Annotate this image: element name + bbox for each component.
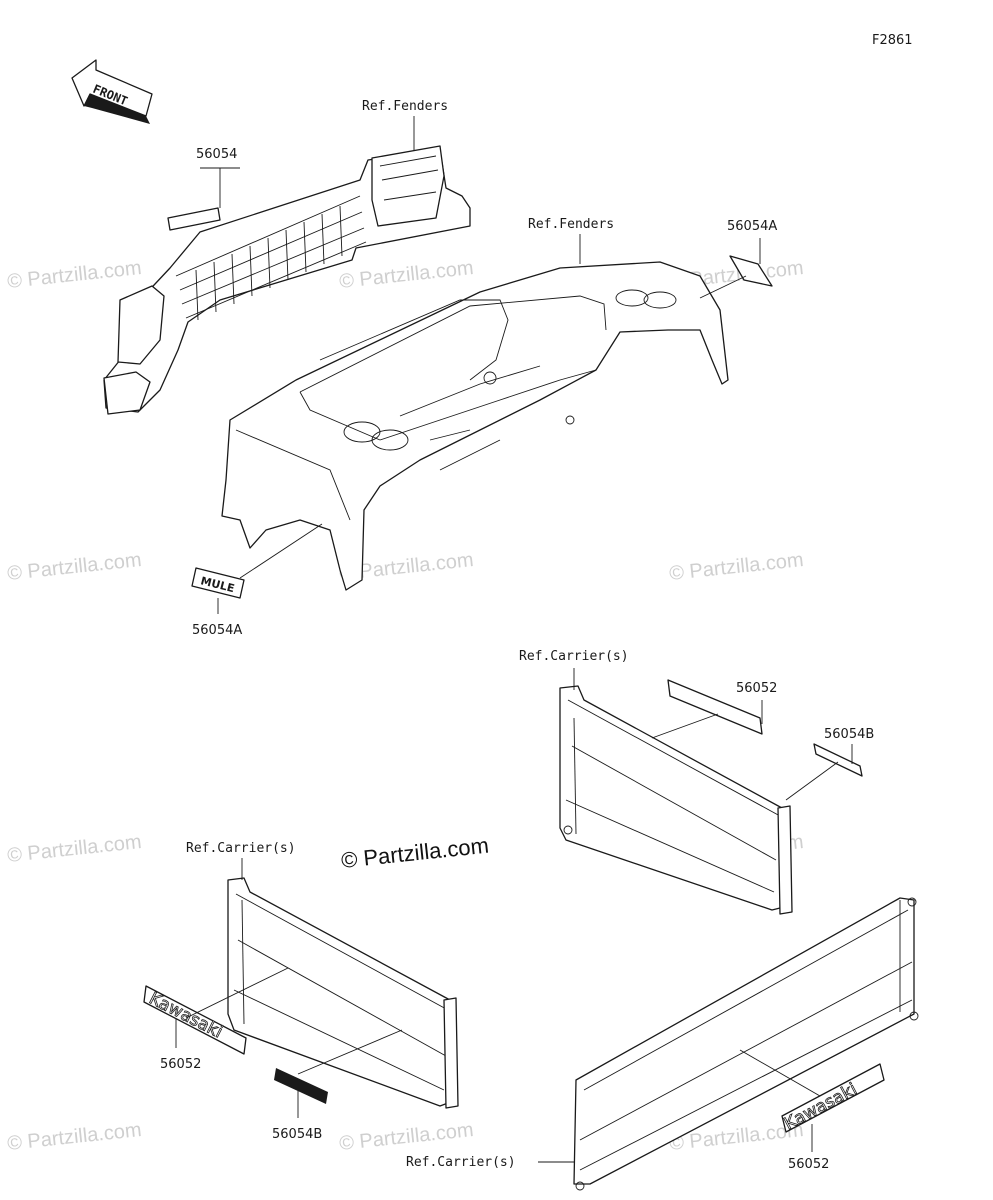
kawasaki-decal-bottom-text: Kawasaki bbox=[781, 1079, 861, 1134]
decal-56054 bbox=[167, 207, 221, 231]
mule-decal: MULE bbox=[191, 567, 245, 599]
watermark-text: © Partzilla.com bbox=[668, 549, 804, 585]
leader-line bbox=[185, 967, 289, 1019]
part-number-56054a-top: 56054A bbox=[727, 219, 777, 234]
leader-line bbox=[651, 713, 719, 739]
decal-56054a-top bbox=[729, 255, 773, 287]
left-tailgate bbox=[227, 877, 459, 1109]
part-number-56054b-left: 56054B bbox=[272, 1127, 322, 1142]
ref-carrier-label-right: Ref.Carrier(s) bbox=[519, 649, 629, 664]
watermark-text: © Partzilla.com bbox=[338, 1119, 474, 1155]
watermark-text: © Partzilla.com bbox=[338, 257, 474, 293]
leader-line bbox=[785, 761, 839, 801]
decal-56052-right bbox=[667, 679, 763, 735]
ref-fenders-label-2: Ref.Fenders bbox=[528, 217, 614, 232]
part-number-56054: 56054 bbox=[196, 147, 237, 162]
ref-fenders-label: Ref.Fenders bbox=[362, 99, 448, 114]
watermark-text: © Partzilla.com bbox=[6, 257, 142, 293]
part-number-56054b-right: 56054B bbox=[824, 727, 874, 742]
part-number-56052-right: 56052 bbox=[736, 681, 777, 696]
watermark-text: © Partzilla.com bbox=[6, 549, 142, 585]
right-tailgate bbox=[559, 685, 793, 915]
ref-carrier-label-bottom: Ref.Carrier(s) bbox=[406, 1155, 516, 1170]
kawasaki-decal-left-text: Kawasaki bbox=[146, 989, 226, 1043]
leader-line bbox=[699, 275, 747, 299]
diagram-id: F2861 bbox=[872, 33, 913, 48]
watermark-text: © Partzilla.com bbox=[6, 1119, 142, 1155]
leader-line bbox=[297, 1029, 403, 1075]
part-number-56052-bottom: 56052 bbox=[788, 1157, 829, 1172]
bottom-tailgate bbox=[573, 897, 919, 1191]
part-number-56054a-mule: 56054A bbox=[192, 623, 242, 638]
rear-fender-tub bbox=[221, 261, 729, 591]
part-number-56052-left: 56052 bbox=[160, 1057, 201, 1072]
front-arrow-icon: FRONT bbox=[71, 59, 153, 124]
leader-line bbox=[739, 1049, 821, 1097]
watermark-text: © Partzilla.com bbox=[6, 831, 142, 867]
decal-56054b-left bbox=[274, 1068, 328, 1104]
leader-line bbox=[239, 523, 323, 579]
main-watermark: © Partzilla.com bbox=[340, 833, 490, 873]
front-grille-panel bbox=[103, 145, 471, 415]
decal-56054b-right bbox=[813, 743, 863, 777]
ref-carrier-label-left: Ref.Carrier(s) bbox=[186, 841, 296, 856]
